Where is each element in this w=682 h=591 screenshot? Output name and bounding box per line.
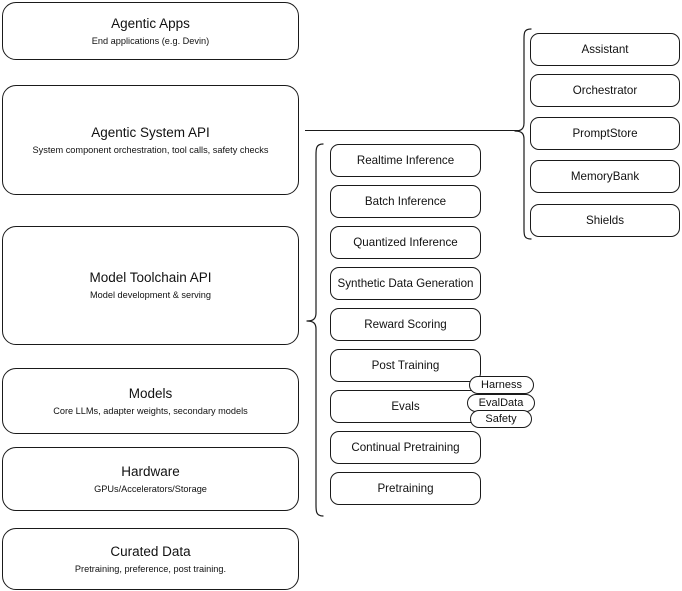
layer-subtitle: Model development & serving	[89, 290, 212, 300]
chip-label: Orchestrator	[572, 83, 638, 97]
chip-quantized-inference[interactable]: Quantized Inference	[330, 226, 481, 259]
pill-safety[interactable]: Safety	[470, 410, 532, 428]
layer-title: Hardware	[121, 463, 180, 479]
layer-title: Curated Data	[110, 543, 191, 559]
layer-hardware[interactable]: Hardware GPUs/Accelerators/Storage	[2, 447, 299, 511]
layer-model-toolchain-api[interactable]: Model Toolchain API Model development & …	[2, 226, 299, 345]
layer-title: Models	[128, 385, 173, 401]
layer-title: Agentic Apps	[111, 15, 190, 31]
chip-label: Shields	[585, 213, 625, 227]
chip-pretraining[interactable]: Pretraining	[330, 472, 481, 505]
layer-curated-data[interactable]: Curated Data Pretraining, preference, po…	[2, 528, 299, 590]
chip-label: Pretraining	[377, 481, 434, 495]
layer-subtitle: System component orchestration, tool cal…	[32, 144, 269, 155]
chip-reward-scoring[interactable]: Reward Scoring	[330, 308, 481, 341]
layer-subtitle: End applications (e.g. Devin)	[91, 35, 210, 46]
chip-assistant[interactable]: Assistant	[530, 33, 680, 66]
chip-label: Assistant	[581, 42, 629, 56]
chip-realtime-inference[interactable]: Realtime Inference	[330, 144, 481, 177]
chip-label: Continual Pretraining	[351, 440, 460, 454]
chip-memorybank[interactable]: MemoryBank	[530, 160, 680, 193]
chip-label: Realtime Inference	[356, 153, 455, 167]
layer-title: Agentic System API	[91, 124, 210, 140]
chip-orchestrator[interactable]: Orchestrator	[530, 74, 680, 107]
chip-post-training[interactable]: Post Training	[330, 349, 481, 382]
layer-subtitle: Core LLMs, adapter weights, secondary mo…	[53, 405, 248, 416]
chip-label: MemoryBank	[570, 169, 640, 183]
pill-label: Harness	[481, 378, 522, 391]
layer-agentic-apps[interactable]: Agentic Apps End applications (e.g. Devi…	[2, 2, 299, 60]
chip-label: Evals	[391, 399, 420, 413]
layer-agentic-system-api[interactable]: Agentic System API System component orch…	[2, 85, 299, 195]
chip-evals[interactable]: Evals	[330, 390, 481, 423]
chip-label: Post Training	[371, 358, 440, 372]
connector-system-api-to-components	[305, 130, 520, 131]
chip-label: Synthetic Data Generation	[337, 276, 474, 290]
chip-synthetic-data-generation[interactable]: Synthetic Data Generation	[330, 267, 481, 300]
chip-shields[interactable]: Shields	[530, 204, 680, 237]
chip-label: Quantized Inference	[353, 235, 458, 249]
chip-batch-inference[interactable]: Batch Inference	[330, 185, 481, 218]
layer-subtitle: GPUs/Accelerators/Storage	[94, 483, 207, 494]
pill-label: Safety	[485, 412, 517, 425]
chip-label: PromptStore	[572, 126, 638, 140]
pill-label: EvalData	[478, 396, 524, 409]
layer-title: Model Toolchain API	[89, 270, 212, 285]
chip-promptstore[interactable]: PromptStore	[530, 117, 680, 150]
chip-label: Reward Scoring	[364, 317, 447, 331]
chip-label: Batch Inference	[364, 194, 447, 208]
layer-subtitle: Pretraining, preference, post training.	[74, 563, 227, 574]
pill-harness[interactable]: Harness	[469, 376, 534, 394]
brace-model-toolchain	[306, 143, 324, 517]
chip-continual-pretraining[interactable]: Continual Pretraining	[330, 431, 481, 464]
layer-models[interactable]: Models Core LLMs, adapter weights, secon…	[2, 368, 299, 434]
